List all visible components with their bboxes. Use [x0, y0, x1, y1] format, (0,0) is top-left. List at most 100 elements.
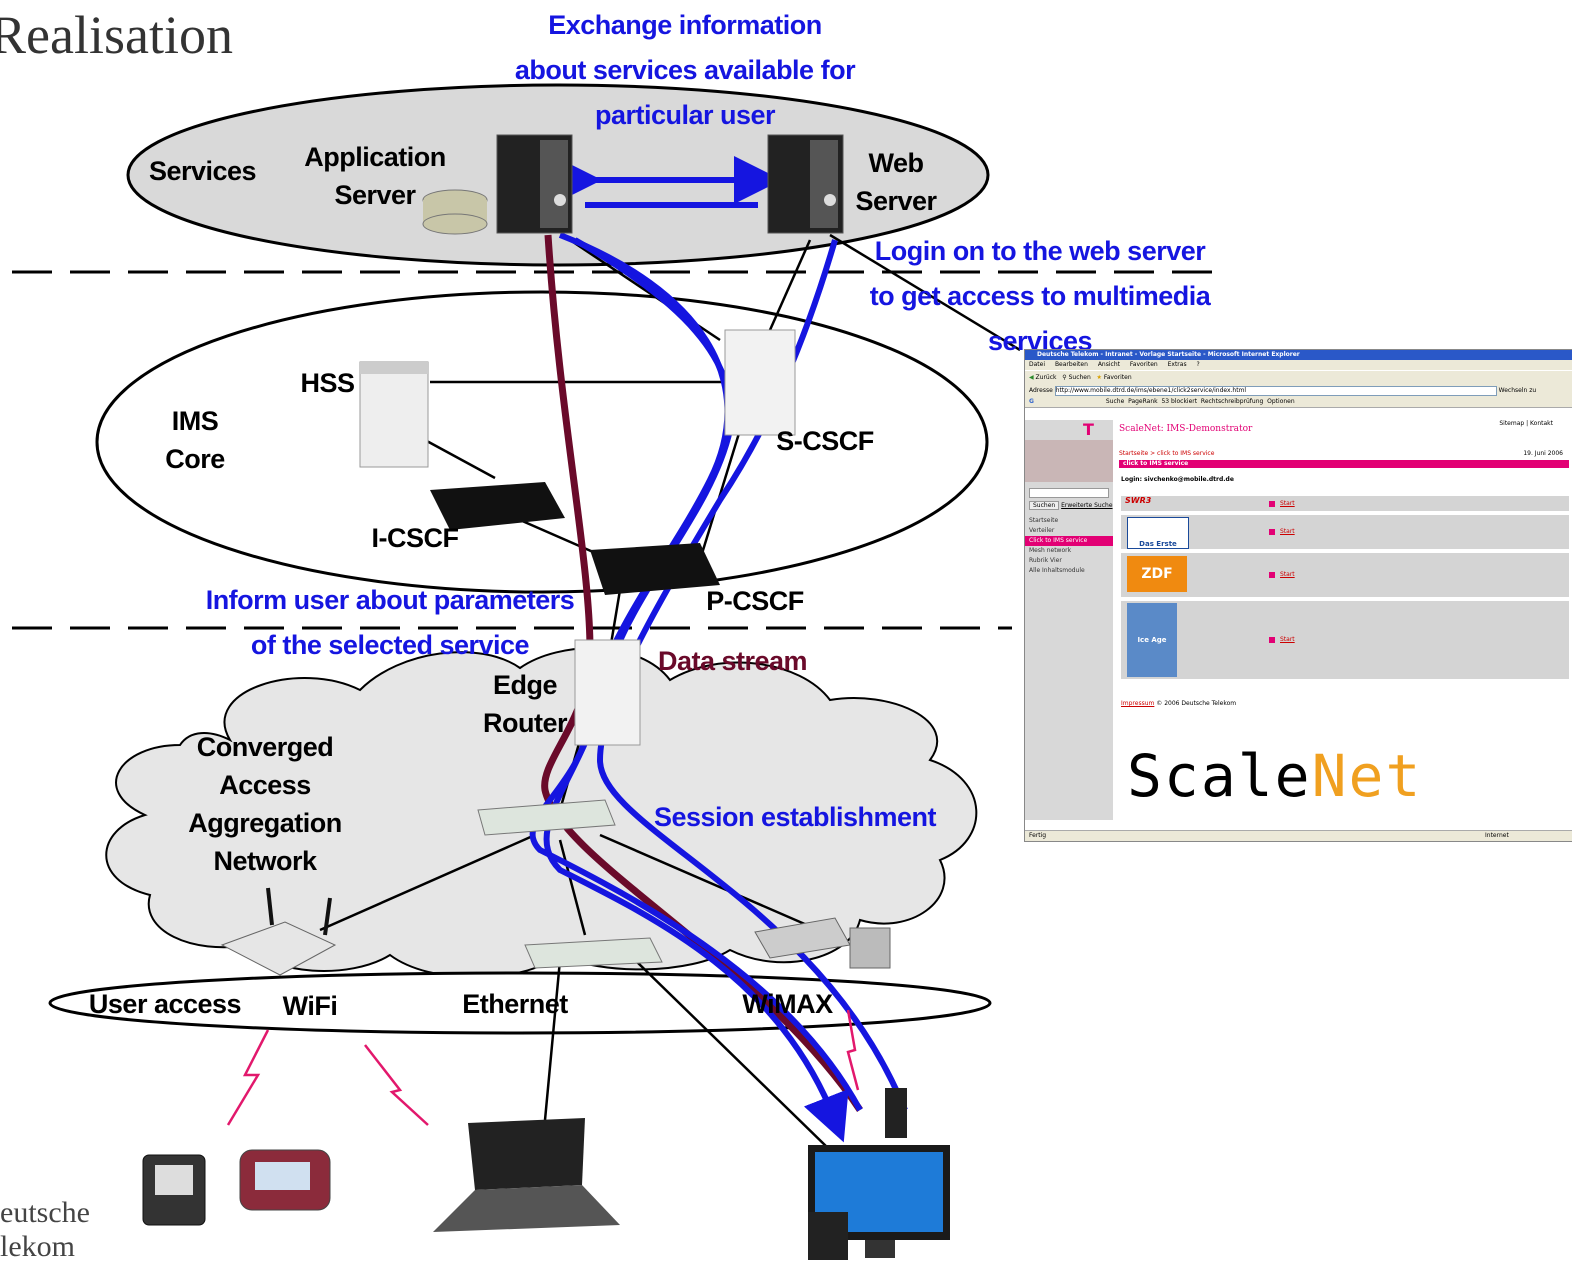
channel-row-das-erste: Das Erste Start — [1121, 515, 1569, 549]
scalenet-logo: ScaleNet — [1127, 742, 1423, 810]
label-p-cscf: P-CSCF — [706, 586, 804, 616]
zone-text: Internet — [1485, 832, 1509, 839]
google-search-button[interactable]: Suche — [1105, 398, 1125, 405]
menu-item[interactable]: Favoriten — [1129, 361, 1158, 368]
address-input[interactable]: http://www.mobile.dtrd.de/ims/ebene1/cli… — [1054, 385, 1497, 396]
top-links[interactable]: Sitemap | Kontakt — [1499, 420, 1553, 427]
start-link[interactable]: Start — [1269, 636, 1295, 643]
movie-poster-ice-age: Ice Age — [1127, 603, 1177, 677]
i-cscf-router-icon — [430, 482, 565, 530]
browser-title-bar: Deutsche Telekom - Intranet - Vorlage St… — [1025, 350, 1572, 360]
annotation-inform: Inform user about parameters of the sele… — [205, 585, 575, 660]
label-services: Services — [148, 156, 257, 186]
search-button[interactable]: Suchen — [1068, 374, 1091, 381]
page-date: 19. Juni 2006 — [1523, 450, 1563, 457]
site-main: ScaleNet: IMS-Demonstrator Sitemap | Kon… — [1115, 420, 1572, 820]
star-icon[interactable]: ★ — [1096, 374, 1102, 381]
channel-swr3: SWR3 — [1125, 496, 1152, 505]
menu-item[interactable]: Bearbeiten — [1054, 361, 1088, 368]
wimax-base-station-icon — [754, 917, 891, 969]
menu-item[interactable]: Extras — [1167, 361, 1187, 368]
application-server-icon — [496, 134, 573, 234]
google-toolbar: G Suche PageRank 53 blockiert Rechtschre… — [1025, 396, 1572, 408]
page-title: Realisation — [0, 5, 233, 65]
annotation-login: Login on to the web server to get access… — [869, 236, 1211, 356]
browser-screenshot: Deutsche Telekom - Intranet - Vorlage St… — [1024, 349, 1572, 842]
site-sidebar: T Suchen Erweiterte Suche Startseite Ver… — [1025, 420, 1113, 820]
breadcrumb[interactable]: Startseite > click to IMS service — [1119, 450, 1215, 457]
address-label: Adresse — [1029, 387, 1053, 394]
network-links — [319, 233, 1021, 1151]
label-s-cscf: S-CSCF — [776, 426, 874, 456]
nav-item[interactable]: Verteiler — [1029, 527, 1055, 534]
label-i-cscf: I-CSCF — [371, 523, 460, 553]
site-footer: Impressum © 2006 Deutsche Telekom — [1121, 700, 1237, 707]
channel-row-swr3: SWR3 Start — [1121, 496, 1569, 511]
back-icon[interactable]: ◀ — [1029, 374, 1034, 381]
back-button[interactable]: Zurück — [1035, 374, 1057, 381]
popup-blocked-label[interactable]: 53 blockiert — [1161, 398, 1198, 405]
section-header: click to IMS service — [1119, 460, 1569, 468]
wimax-terminal-icon — [885, 1088, 907, 1138]
start-link[interactable]: Start — [1269, 571, 1295, 578]
laptop-device-icon — [433, 1118, 620, 1232]
annotation-exchange: Exchange information about services avai… — [514, 10, 856, 130]
spellcheck-button[interactable]: Rechtschreibprüfung — [1200, 398, 1264, 405]
desktop-device-icon — [808, 1145, 950, 1260]
imprint-link[interactable]: Impressum — [1121, 700, 1155, 707]
s-cscf-server-icon — [724, 329, 796, 436]
label-hss: HSS — [300, 368, 355, 398]
menu-item[interactable]: Ansicht — [1097, 361, 1120, 368]
menu-item[interactable]: ? — [1196, 361, 1200, 368]
nav-item[interactable]: Mesh network — [1029, 547, 1072, 554]
menu-item[interactable]: Datei — [1029, 361, 1046, 368]
label-wifi: WiFi — [282, 991, 338, 1021]
annotation-data-stream: Data stream — [657, 646, 808, 676]
channel-row-ice-age: Ice Age Start — [1121, 601, 1569, 679]
label-ethernet: Ethernet — [462, 989, 568, 1019]
start-link[interactable]: Start — [1269, 528, 1295, 535]
start-link[interactable]: Start — [1269, 500, 1295, 507]
options-button[interactable]: Optionen — [1267, 398, 1295, 405]
site-search-button[interactable]: Suchen — [1029, 501, 1060, 510]
database-icon — [422, 189, 488, 235]
site-hero-image — [1025, 440, 1113, 482]
smartphone-device-icon — [239, 1149, 331, 1211]
edge-router-icon — [574, 639, 641, 746]
address-bar: Adresse http://www.mobile.dtrd.de/ims/eb… — [1025, 385, 1572, 396]
wireless-links — [226, 1009, 860, 1126]
search-icon[interactable]: ⚲ — [1062, 374, 1067, 381]
browser-status-bar: Fertig Internet — [1025, 830, 1572, 841]
browser-toolbar: ◀ Zurück ⚲ Suchen ★ Favoriten — [1025, 370, 1572, 385]
nav-item[interactable]: Startseite — [1029, 517, 1059, 524]
advanced-search-link[interactable]: Erweiterte Suche — [1061, 502, 1113, 509]
annotation-session: Session establishment — [653, 802, 937, 832]
site-title: ScaleNet: IMS-Demonstrator — [1119, 424, 1253, 434]
channel-zdf: ZDF — [1127, 556, 1187, 592]
hss-server-icon — [359, 361, 429, 468]
favorites-button[interactable]: Favoriten — [1103, 374, 1132, 381]
channel-row-zdf: ZDF Start — [1121, 553, 1569, 597]
pagerank-label: PageRank — [1128, 398, 1158, 405]
p-cscf-router-icon — [590, 543, 720, 595]
switch-icon — [477, 799, 616, 836]
label-user-access: User access — [88, 989, 242, 1019]
nav-item[interactable]: Rubrik Vier — [1029, 557, 1062, 564]
wifi-router-icon — [220, 887, 337, 976]
ethernet-switch-icon — [524, 937, 663, 969]
telekom-logo-icon: T — [1083, 420, 1094, 439]
nav-item-active[interactable]: Click to IMS service — [1025, 536, 1113, 546]
site-search-input[interactable] — [1029, 488, 1109, 498]
browser-menu-bar: Datei Bearbeiten Ansicht Favoriten Extra… — [1025, 360, 1572, 370]
go-button[interactable]: Wechseln zu — [1498, 387, 1537, 394]
nav-item[interactable]: Alle Inhaltsmodule — [1029, 567, 1085, 574]
login-text: Login: sivchenko@mobile.dtrd.de — [1121, 476, 1234, 483]
phone-device-icon — [142, 1154, 206, 1226]
